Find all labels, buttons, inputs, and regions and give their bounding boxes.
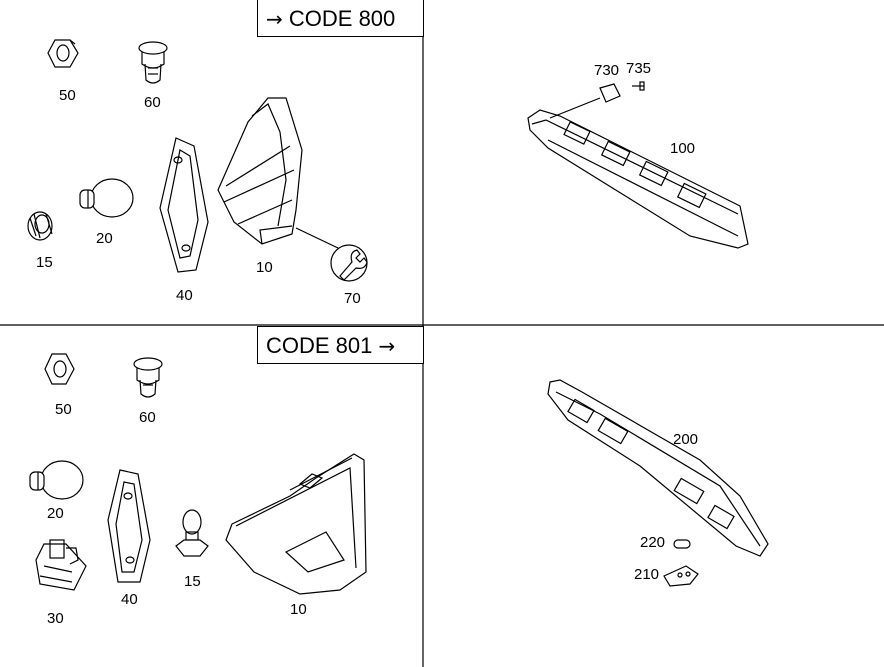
part-number-50: 50 — [55, 401, 72, 418]
part-number-730: 730 — [594, 62, 620, 79]
connector-icon — [599, 83, 621, 103]
part-number-200: 200 — [673, 431, 699, 448]
part-number-30: 30 — [47, 610, 64, 627]
code-label: CODE 801 — [266, 333, 373, 358]
part-number-15: 15 — [184, 573, 201, 590]
part-number-60: 60 — [144, 94, 161, 111]
festoon-bulb-icon — [673, 539, 691, 549]
wiring-connector-icon — [35, 539, 87, 591]
screw-icon — [632, 81, 645, 91]
part-number-60: 60 — [139, 409, 156, 426]
license-trim-icon — [547, 379, 769, 557]
hex-nut-icon — [44, 353, 75, 385]
arrow-right-icon: → — [266, 7, 283, 31]
part-number-50: 50 — [59, 87, 76, 104]
part-number-40: 40 — [176, 287, 193, 304]
part-number-70: 70 — [344, 290, 361, 307]
code-label: CODE 800 — [288, 6, 396, 31]
part-number-20: 20 — [47, 505, 64, 522]
license-lamp-icon — [663, 565, 699, 587]
hex-nut-icon — [47, 39, 79, 68]
part-number-735: 735 — [626, 60, 652, 77]
part-number-10: 10 — [256, 259, 273, 276]
wrench-icon — [330, 244, 368, 282]
gasket-icon — [107, 469, 151, 583]
part-number-15: 15 — [36, 254, 53, 271]
push-clip-icon — [133, 357, 163, 398]
arrow-right-icon: → — [378, 334, 396, 358]
code-801-box: CODE 801 → — [257, 326, 424, 364]
tail-light-icon — [225, 453, 367, 595]
part-number-40: 40 — [121, 591, 138, 608]
part-number-10: 10 — [290, 601, 307, 618]
push-clip-icon — [138, 41, 168, 84]
part-number-220: 220 — [640, 534, 666, 551]
bulb-icon — [79, 178, 134, 218]
tail-light-icon — [217, 97, 303, 245]
brake-light-icon — [527, 109, 749, 249]
bulb-icon — [29, 460, 84, 500]
code-800-box: → CODE 800 — [257, 0, 424, 37]
part-number-20: 20 — [96, 230, 113, 247]
part-number-100: 100 — [670, 140, 696, 157]
gasket-icon — [159, 137, 209, 273]
bulb-holder-icon — [175, 509, 209, 557]
part-number-210: 210 — [634, 566, 660, 583]
bulb-holder-icon — [27, 211, 53, 241]
